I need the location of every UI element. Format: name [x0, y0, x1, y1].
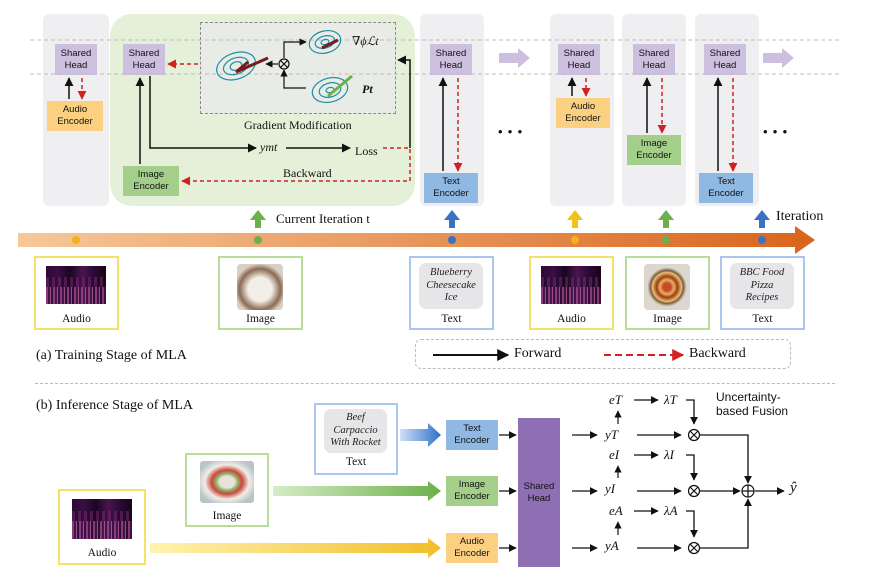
food-photo-carpaccio	[200, 461, 254, 503]
text-sample: BBC Food Pizza Recipes	[730, 263, 794, 309]
inference-shared-head: Shared Head	[518, 418, 560, 567]
spectrogram-image	[541, 266, 601, 304]
image-encoder-current: Image Encoder	[123, 166, 179, 196]
current-iteration-label: Current Iteration t	[276, 211, 370, 226]
gradient-modification-panel	[200, 22, 396, 114]
lambda-A-label: λA	[664, 503, 678, 518]
text-encoder-3: Text Encoder	[424, 173, 478, 203]
sample-card-audio-2: Audio	[529, 256, 614, 330]
legend-backward-label: Backward	[689, 346, 746, 361]
ellipsis-1: • • •	[498, 124, 524, 139]
spectrogram-image	[46, 266, 106, 304]
grad-symbol: ∇ϕℒt	[352, 34, 379, 48]
sample-caption: Image	[246, 313, 275, 325]
audio-encoder-4: Audio Encoder	[556, 98, 610, 128]
sample-card-image-1: Image	[218, 256, 303, 330]
legend-box	[415, 339, 791, 369]
lambda-I-label: λI	[664, 447, 674, 462]
sample-caption: Text	[345, 456, 367, 468]
gradient-modification-label: Gradient Modification	[244, 118, 352, 132]
inference-text-encoder: Text Encoder	[446, 420, 498, 450]
shared-head-current: Shared Head	[123, 44, 165, 75]
fusion-label: Uncertainty- based Fusion	[716, 390, 789, 418]
inference-audio-encoder: Audio Encoder	[446, 533, 498, 563]
p-symbol: Pt	[362, 82, 373, 96]
y-A-label: yA	[605, 538, 619, 553]
sample-card-text-1: Blueberry Cheesecake Ice Text	[409, 256, 494, 330]
legend-forward-label: Forward	[514, 346, 562, 361]
e-T-label: eT	[609, 392, 622, 407]
food-photo-pizza	[644, 264, 690, 310]
training-caption: (a) Training Stage of MLA	[36, 348, 187, 363]
y-mt-symbol: ymt	[260, 140, 278, 154]
inference-text-card: Beef Carpaccio With Rocket Text	[314, 403, 398, 475]
sample-caption: Image	[653, 313, 682, 325]
text-encoder-6: Text Encoder	[699, 173, 753, 203]
backward-path-label: Backward	[283, 166, 332, 180]
y-hat-label: ŷ	[790, 480, 797, 496]
timeline-arrow	[18, 226, 815, 254]
sample-card-audio-1: Audio	[34, 256, 119, 330]
sample-caption: Audio	[87, 547, 117, 559]
inference-audio-card: Audio	[58, 489, 146, 565]
text-sample: Beef Carpaccio With Rocket	[324, 409, 387, 453]
sample-caption: Audio	[62, 313, 91, 325]
shared-head-4: Shared Head	[558, 44, 600, 75]
section-divider	[35, 383, 835, 384]
sample-caption: Text	[441, 313, 462, 325]
text-sample: Blueberry Cheesecake Ice	[419, 263, 483, 309]
loss-contour-top	[308, 29, 342, 55]
y-I-label: yI	[605, 481, 616, 496]
sample-caption: Audio	[557, 313, 586, 325]
e-I-label: eI	[609, 447, 620, 462]
lambda-T-label: λT	[664, 392, 677, 407]
iteration-label: Iteration	[776, 209, 824, 224]
sample-caption: Image	[212, 510, 242, 522]
shared-head-6: Shared Head	[704, 44, 746, 75]
inference-image-card: Image	[185, 453, 269, 527]
shared-head-3: Shared Head	[430, 44, 472, 75]
sample-card-text-2: BBC Food Pizza Recipes Text	[720, 256, 805, 330]
food-photo-dessert	[237, 264, 283, 310]
shared-head-5: Shared Head	[633, 44, 675, 75]
inference-image-encoder: Image Encoder	[446, 476, 498, 506]
shared-head-1: Shared Head	[55, 44, 97, 75]
e-A-label: eA	[609, 503, 623, 518]
loss-label: Loss	[355, 144, 378, 158]
sample-card-image-2: Image	[625, 256, 710, 330]
loss-contour-bottom	[311, 76, 349, 104]
ellipsis-2: • • •	[763, 124, 789, 139]
spectrogram-image	[72, 499, 132, 539]
y-T-label: yT	[605, 427, 618, 442]
image-encoder-5: Image Encoder	[627, 135, 681, 165]
sample-caption: Text	[752, 313, 773, 325]
audio-encoder-1: Audio Encoder	[47, 101, 103, 131]
inference-caption: (b) Inference Stage of MLA	[36, 398, 194, 413]
